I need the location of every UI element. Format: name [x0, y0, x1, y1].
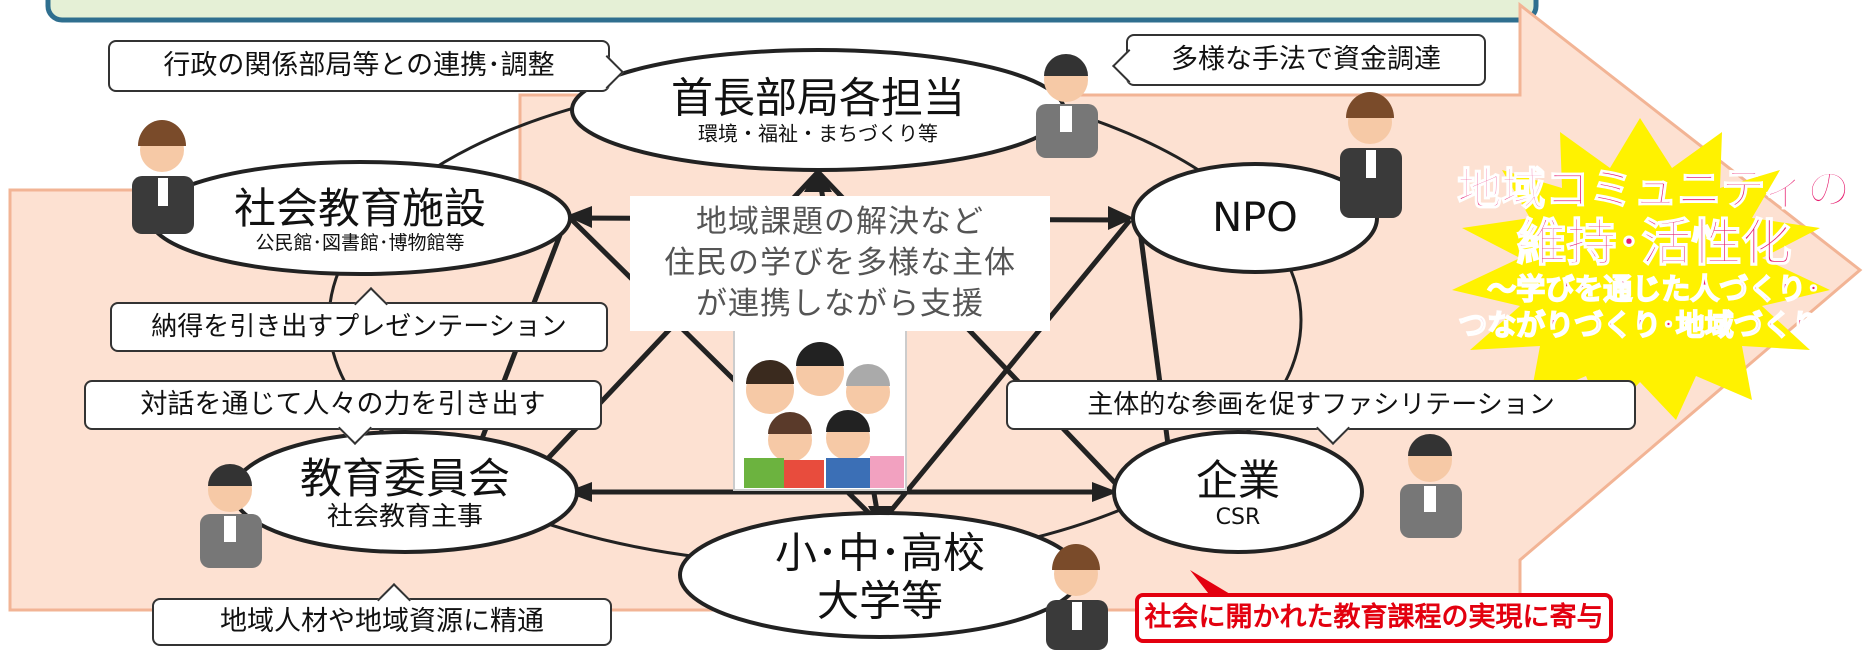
node-company-sub: CSR	[1215, 505, 1261, 531]
curriculum-contribution-box: 社会に開かれた教育課程の実現に寄与	[1135, 593, 1613, 643]
node-school-sub: 大学等	[816, 577, 944, 626]
goal-line-3: ～学びを通じた人づくり･	[1486, 271, 1821, 307]
center-line: 住民の学びを多様な主体	[664, 245, 1016, 281]
callout-facilitation: 主体的な参画を促すファシリテーション	[1006, 380, 1636, 430]
person-icons	[132, 54, 1462, 650]
node-npo-label: NPO	[1212, 195, 1298, 241]
node-social-facility-sub: 公民館･図書館･博物館等	[255, 232, 465, 255]
arrowhead-company	[1092, 482, 1118, 502]
node-mayor-label: 首長部局各担当 環境・福祉・まちづくり等	[670, 73, 966, 146]
goal-text: 地域コミュニティの 維持･活性化 ～学びを通じた人づくり･ つながりづくり･地域…	[1432, 164, 1876, 343]
businessman-icon-right	[1400, 434, 1462, 538]
top-banner	[45, 0, 1539, 23]
businesswoman-icon-bottom	[1046, 544, 1108, 650]
curriculum-contribution-text: 社会に開かれた教育課程の実現に寄与	[1144, 602, 1604, 633]
center-line: 地域課題の解決など	[696, 204, 984, 240]
callout-presentation-text: 納得を引き出すプレゼンテーション	[151, 312, 567, 342]
arrowhead-facility	[566, 206, 592, 228]
callout-admin-text: 行政の関係部局等との連携･調整	[163, 50, 555, 81]
goal-starburst	[1452, 118, 1830, 420]
node-social-facility-label: 社会教育施設 公民館･図書館･博物館等	[233, 183, 487, 255]
node-company-label: 企業 CSR	[1195, 456, 1281, 531]
node-board-title: 教育委員会	[299, 453, 511, 503]
callout-presentation: 納得を引き出すプレゼンテーション	[110, 302, 608, 352]
arrowhead-npo	[1108, 206, 1134, 230]
node-social-facility-title: 社会教育施設	[233, 183, 487, 233]
goal-line-2: 維持･活性化	[1516, 214, 1793, 272]
goal-line-1: 地域コミュニティの	[1457, 164, 1852, 216]
node-npo-title: NPO	[1212, 195, 1298, 241]
node-mayor-title: 首長部局各担当	[670, 73, 966, 123]
people-group-illustration	[733, 327, 907, 491]
link-facility-board	[467, 234, 563, 471]
center-description: 地域課題の解決など 住民の学びを多様な主体 が連携しながら支援	[630, 196, 1050, 331]
callout-facilitation-text: 主体的な参画を促すファシリテーション	[1087, 390, 1555, 420]
callout-dialogue-text: 対話を通じて人々の力を引き出す	[140, 389, 546, 420]
node-company-title: 企業	[1195, 456, 1281, 506]
arrowhead-mayor	[804, 166, 832, 192]
node-board-label: 教育委員会 社会教育主事	[299, 453, 511, 533]
node-school-label: 小･中･高校 大学等	[774, 528, 986, 627]
callout-dialogue: 対話を通じて人々の力を引き出す	[84, 380, 602, 430]
businesswoman-icon-left	[132, 120, 194, 234]
node-mayor-sub: 環境・福祉・まちづくり等	[697, 121, 938, 146]
businesswoman-icon-right	[1340, 92, 1402, 218]
callout-funding: 多様な手法で資金調達	[1126, 34, 1486, 86]
callout-funding-text: 多様な手法で資金調達	[1171, 44, 1441, 75]
callout-local: 地域人材や地域資源に精通	[152, 598, 612, 646]
businessman-icon-left	[200, 464, 262, 568]
link-npo-school	[878, 218, 1132, 526]
red-box-pointer	[1190, 570, 1230, 598]
node-board-sub: 社会教育主事	[326, 502, 484, 533]
node-school-title: 小･中･高校	[774, 528, 986, 578]
goal-line-4: つながりづくり･地域づくり～	[1457, 307, 1850, 343]
callout-admin: 行政の関係部局等との連携･調整	[108, 40, 610, 92]
node-company	[1112, 430, 1364, 554]
businessman-icon-top	[1036, 54, 1098, 158]
center-line: が連携しながら支援	[696, 286, 984, 322]
callout-local-text: 地域人材や地域資源に精通	[220, 606, 544, 637]
